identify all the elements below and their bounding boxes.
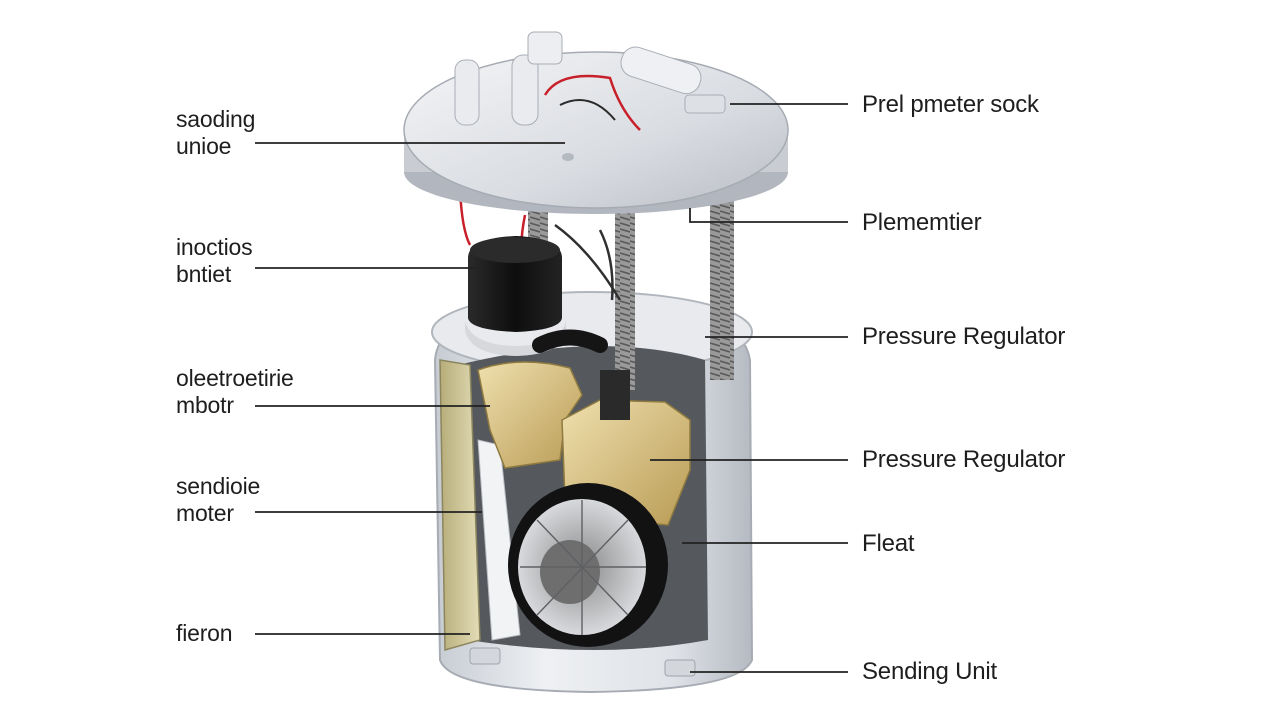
- label-left-3: oleetroetirie mbotr: [176, 365, 294, 419]
- label-left-2-line1: inoctios: [176, 234, 252, 261]
- label-left-4: sendioie moter: [176, 473, 260, 527]
- label-left-5-line1: fieron: [176, 620, 232, 647]
- label-left-1-line1: saoding: [176, 106, 255, 133]
- label-left-1: saoding unioe: [176, 106, 255, 160]
- label-right-2: Plememtier: [862, 209, 981, 236]
- label-left-4-line2: moter: [176, 500, 260, 527]
- label-left-2-line2: bntiet: [176, 261, 252, 288]
- label-right-6: Sending Unit: [862, 658, 997, 685]
- label-left-1-line2: unioe: [176, 133, 255, 160]
- label-right-1: Prel pmeter sock: [862, 91, 1039, 118]
- label-left-5: fieron: [176, 620, 232, 647]
- label-left-2: inoctios bntiet: [176, 234, 252, 288]
- label-right-3: Pressure Regulator: [862, 323, 1065, 350]
- label-left-3-line2: mbotr: [176, 392, 294, 419]
- label-left-3-line1: oleetroetirie: [176, 365, 294, 392]
- label-right-5: Fleat: [862, 530, 914, 557]
- label-right-4: Pressure Regulator: [862, 446, 1065, 473]
- label-left-4-line1: sendioie: [176, 473, 260, 500]
- mounting-flange: [404, 32, 788, 214]
